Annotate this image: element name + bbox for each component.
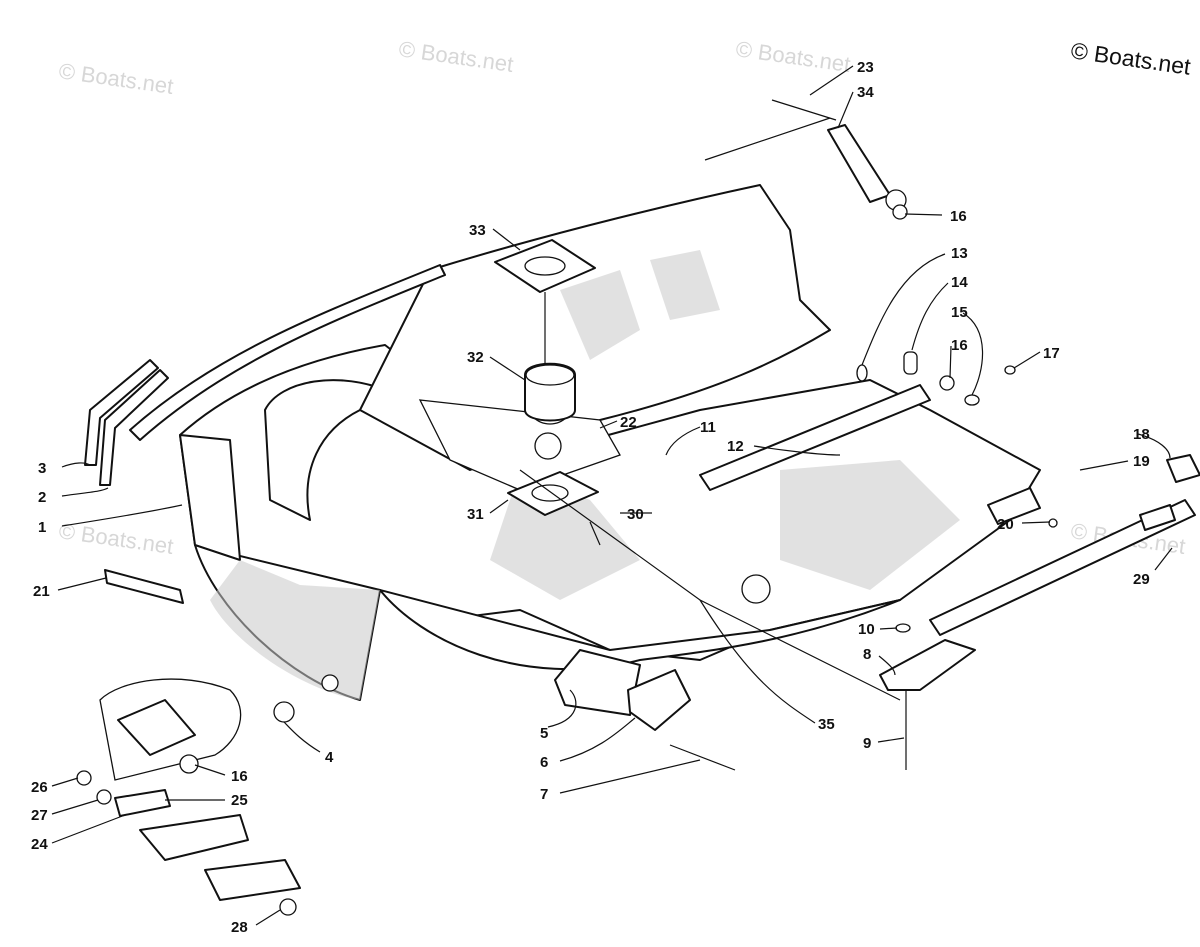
callout-5: 5 bbox=[540, 725, 548, 742]
left-lower-parts bbox=[104, 569, 339, 723]
callout-26: 26 bbox=[31, 779, 48, 796]
callout-19: 19 bbox=[1133, 453, 1150, 470]
callout-29: 29 bbox=[1133, 571, 1150, 588]
trim-strips bbox=[84, 264, 446, 486]
copyright-notice: © Boats.net bbox=[1069, 37, 1193, 80]
latch-inset bbox=[76, 678, 301, 916]
rail-clip bbox=[1139, 504, 1176, 531]
callout-10: 10 bbox=[858, 621, 875, 638]
callout-28: 28 bbox=[231, 919, 248, 936]
callout-32: 32 bbox=[467, 349, 484, 366]
callout-11: 11 bbox=[700, 419, 716, 436]
callout-14: 14 bbox=[951, 274, 968, 291]
callout-13: 13 bbox=[951, 245, 968, 262]
callout-7: 7 bbox=[540, 786, 548, 803]
callout-35: 35 bbox=[818, 716, 835, 733]
callout-1: 1 bbox=[38, 519, 46, 536]
parts-33-32-31 bbox=[494, 239, 599, 516]
callout-16-top-right: 16 bbox=[951, 337, 968, 354]
callout-25: 25 bbox=[231, 792, 248, 809]
callout-22: 22 bbox=[620, 414, 637, 431]
rail-strip bbox=[929, 499, 1196, 636]
callout-27: 27 bbox=[31, 807, 48, 824]
callout-4: 4 bbox=[325, 749, 334, 766]
leader-lines bbox=[51, 65, 1173, 926]
callout-labels: 3 2 1 21 4 5 6 7 8 9 10 11 12 13 14 15 1… bbox=[31, 59, 1150, 936]
callout-33: 33 bbox=[469, 222, 486, 239]
callout-23: 23 bbox=[857, 59, 874, 76]
watermark-1: © Boats.net bbox=[57, 58, 175, 99]
callout-15: 15 bbox=[951, 304, 968, 321]
callout-21: 21 bbox=[33, 583, 50, 600]
callout-16-bracket: 16 bbox=[950, 208, 967, 225]
callout-9: 9 bbox=[863, 735, 871, 752]
callout-16-latch: 16 bbox=[231, 768, 248, 785]
callout-3: 3 bbox=[38, 460, 46, 477]
callout-12: 12 bbox=[727, 438, 744, 455]
callout-8: 8 bbox=[863, 646, 871, 663]
callout-2: 2 bbox=[38, 489, 46, 506]
hinge-8-9-10 bbox=[879, 623, 976, 770]
callout-6: 6 bbox=[540, 754, 548, 771]
bracket-34 bbox=[704, 99, 908, 220]
callout-31: 31 bbox=[467, 506, 484, 523]
callout-30: 30 bbox=[627, 506, 644, 523]
watermark-3: © Boats.net bbox=[734, 36, 852, 77]
callout-20: 20 bbox=[997, 516, 1014, 533]
watermark-2: © Boats.net bbox=[397, 36, 515, 77]
small-hardware-right bbox=[856, 351, 1200, 528]
callout-34: 34 bbox=[857, 84, 874, 101]
callout-18: 18 bbox=[1133, 426, 1150, 443]
seal-strip-12 bbox=[699, 384, 931, 491]
callout-24: 24 bbox=[31, 836, 48, 853]
light-assembly bbox=[554, 649, 736, 771]
callout-17: 17 bbox=[1043, 345, 1060, 362]
